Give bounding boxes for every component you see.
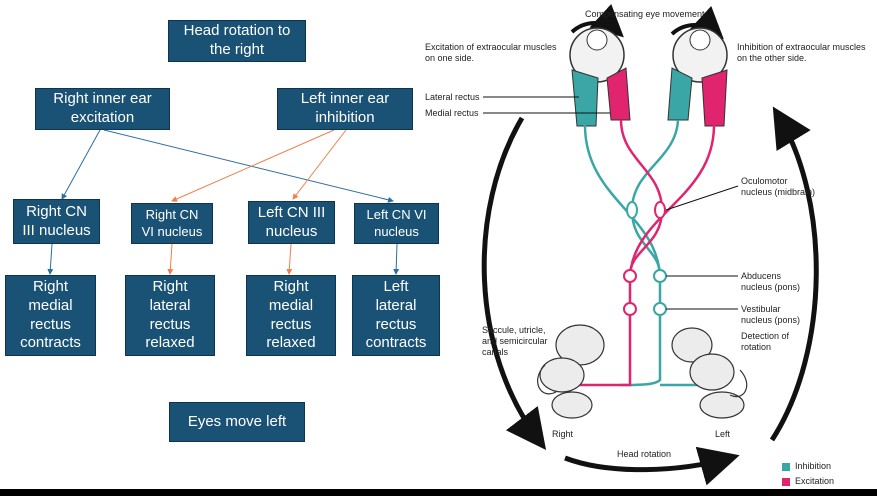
right-medial-rectus-box: Right medial rectus contracts xyxy=(5,275,96,356)
label-saccule-1: Saccule, utricle, xyxy=(482,325,546,335)
leader-oculomotor xyxy=(665,185,739,211)
inner-ear-right xyxy=(537,324,605,419)
label-abducens-2: nucleus (pons) xyxy=(741,282,800,292)
legend-excitation-swatch xyxy=(782,478,790,486)
label-inhibition-note-2: on the other side. xyxy=(737,53,807,63)
eye-right xyxy=(569,27,631,127)
teal-pathway-1 xyxy=(583,124,662,387)
label-compensating: Compensating eye movement xyxy=(585,9,705,19)
right-cn6-box: Right CN VI nucleus xyxy=(131,203,213,244)
label-detection-2: rotation xyxy=(741,342,771,352)
label-lateral-rectus: Lateral rectus xyxy=(425,92,480,102)
label-excitation-note-1: Excitation of extraocular muscles xyxy=(425,42,557,52)
arrow-left-cn3-to-medial xyxy=(286,243,293,275)
label-left: Left xyxy=(715,429,731,439)
left-inner-ear-box: Left inner ear inhibition xyxy=(277,88,413,130)
label-oculomotor-2: nucleus (midbrain) xyxy=(741,187,815,197)
label-saccule-2: and semicircular xyxy=(482,336,548,346)
label-vestibular-1: Vestibular xyxy=(741,304,781,314)
arrow-left-ear-to-right-cn6 xyxy=(171,129,335,202)
legend-excitation-label: Excitation xyxy=(795,476,835,486)
head-rotation-box: Head rotation to the right xyxy=(168,20,306,62)
left-cn3-box: Left CN III nucleus xyxy=(248,201,335,244)
label-head-rotation: Head rotation xyxy=(617,449,671,459)
label-oculomotor-1: Oculomotor xyxy=(741,176,788,186)
inner-ear-left xyxy=(671,327,748,419)
arrow-left-ear-to-left-cn3 xyxy=(292,129,347,200)
right-lateral-rectus-box: Right lateral rectus relaxed xyxy=(125,275,215,356)
left-lateral-rectus-box: Left lateral rectus contracts xyxy=(352,275,440,356)
eyes-move-left-box: Eyes move left xyxy=(169,402,305,442)
label-abducens-1: Abducens xyxy=(741,271,782,281)
label-saccule-3: canals xyxy=(482,347,509,357)
arrow-right-ear-to-left-cn6 xyxy=(103,129,394,203)
oculomotor-nucleus-teal xyxy=(626,201,638,219)
label-right: Right xyxy=(552,429,574,439)
label-excitation-note-2: on one side. xyxy=(425,53,474,63)
arrow-right-ear-to-right-cn3 xyxy=(61,129,101,200)
abducens-nucleus-pink xyxy=(623,269,637,283)
arrow-left-cn6-to-lateral xyxy=(393,243,400,275)
rotation-arc-bottom xyxy=(564,446,740,486)
right-cn3-box: Right CN III nucleus xyxy=(13,199,100,244)
legend-inhibition-label: Inhibition xyxy=(795,461,832,471)
eye-left xyxy=(667,27,728,127)
label-medial-rectus: Medial rectus xyxy=(425,108,479,118)
label-detection-1: Detection of xyxy=(741,331,790,341)
label-inhibition-note-1: Inhibition of extraocular muscles xyxy=(737,42,866,52)
rotation-arc-right xyxy=(769,106,819,442)
arrow-right-cn3-to-medial xyxy=(47,243,54,275)
abducens-nucleus-teal xyxy=(653,269,667,283)
arrow-right-cn6-to-lateral xyxy=(167,243,174,275)
vestibular-nucleus-pink xyxy=(623,302,637,316)
eye-movement-arrow-left xyxy=(570,3,624,38)
vestibular-nucleus-teal xyxy=(653,302,667,316)
left-cn6-box: Left CN VI nucleus xyxy=(354,203,439,244)
label-vestibular-2: nucleus (pons) xyxy=(741,315,800,325)
oculomotor-nucleus-pink xyxy=(654,201,666,219)
legend-inhibition-swatch xyxy=(782,463,790,471)
right-inner-ear-box: Right inner ear excitation xyxy=(35,88,170,130)
rotation-arc-left xyxy=(481,116,547,450)
left-medial-rectus-box: Right medial rectus relaxed xyxy=(246,275,336,356)
